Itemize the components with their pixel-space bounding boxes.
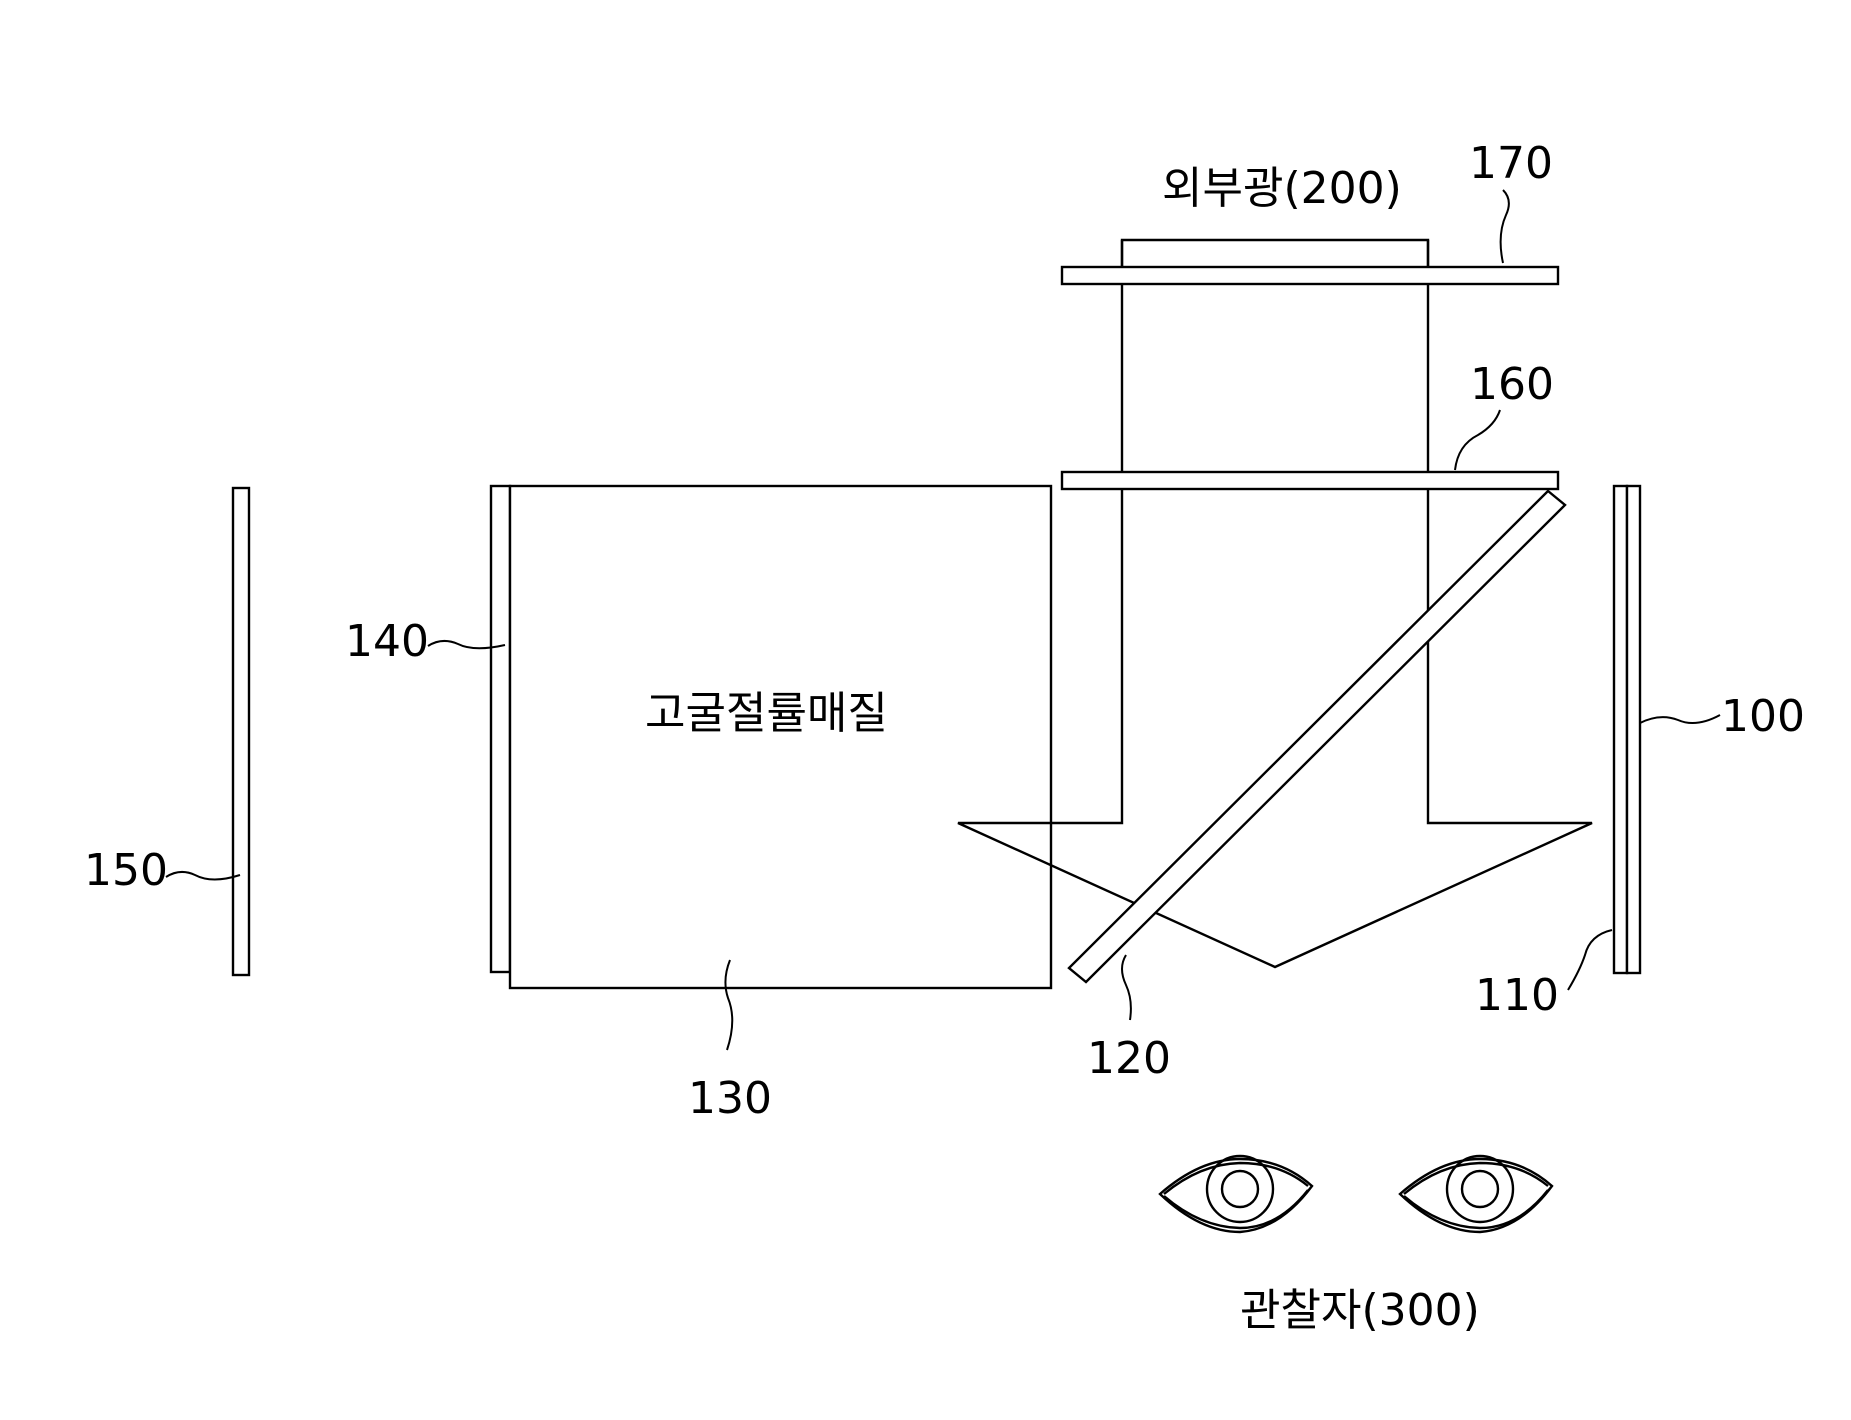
medium-label: 고굴절률매질 — [645, 688, 888, 739]
leader-120 — [1121, 954, 1132, 1021]
ref-label-140: 140 — [345, 616, 429, 667]
leader-160 — [1454, 409, 1501, 471]
observer-label: 관찰자(300) — [1240, 1285, 1480, 1336]
ref-label-120: 120 — [1087, 1033, 1171, 1084]
ref-label-170: 170 — [1469, 138, 1553, 189]
left-eye-icon — [1158, 1154, 1314, 1234]
beam-splitter-120 — [1067, 489, 1567, 984]
ref-label-130: 130 — [688, 1073, 772, 1124]
plate-150 — [231, 486, 251, 977]
display-panel-110 — [1612, 484, 1629, 975]
leader-100 — [1639, 714, 1721, 725]
display-panel-100 — [1625, 484, 1642, 975]
filter-160 — [1060, 470, 1560, 491]
leader-170 — [1499, 189, 1510, 264]
ref-label-150: 150 — [84, 845, 168, 896]
leader-140 — [427, 640, 506, 650]
leader-130 — [724, 959, 734, 1051]
leader-110 — [1567, 929, 1613, 991]
high-refractive-medium-130 — [508, 484, 1053, 990]
plate-140 — [489, 484, 512, 974]
leader-150 — [165, 871, 241, 881]
external-light-arrow — [957, 238, 1593, 969]
right-eye-icon — [1398, 1154, 1554, 1234]
ref-label-110: 110 — [1475, 970, 1559, 1021]
external-light-label: 외부광(200) — [1162, 163, 1402, 214]
ref-label-100: 100 — [1721, 691, 1805, 742]
filter-170 — [1060, 265, 1560, 286]
ref-label-160: 160 — [1470, 359, 1554, 410]
